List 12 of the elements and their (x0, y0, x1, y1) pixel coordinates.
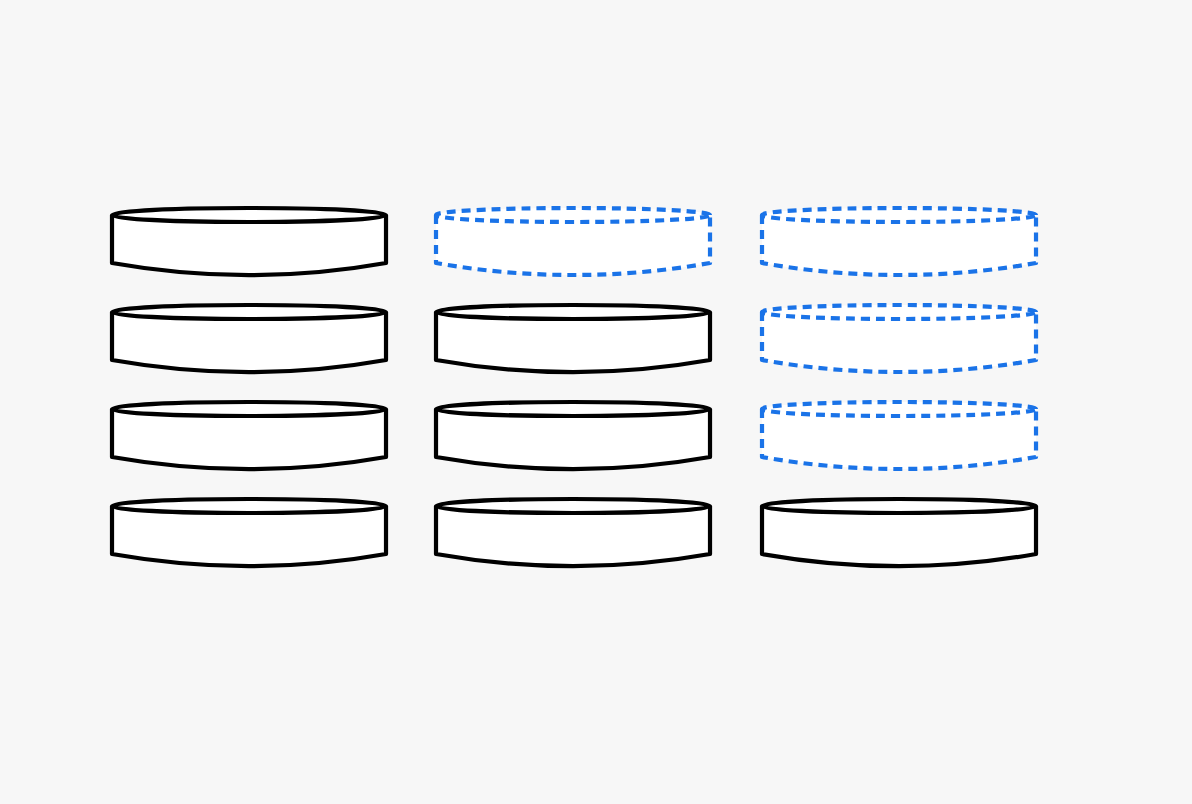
disc (759, 399, 1039, 472)
disc (433, 399, 713, 472)
disc (433, 496, 713, 569)
disc (109, 205, 389, 278)
disc (433, 205, 713, 278)
disc (109, 302, 389, 375)
disc (759, 496, 1039, 569)
disc (433, 302, 713, 375)
disc (109, 399, 389, 472)
disc (759, 205, 1039, 278)
disc (759, 302, 1039, 375)
disc (109, 496, 389, 569)
